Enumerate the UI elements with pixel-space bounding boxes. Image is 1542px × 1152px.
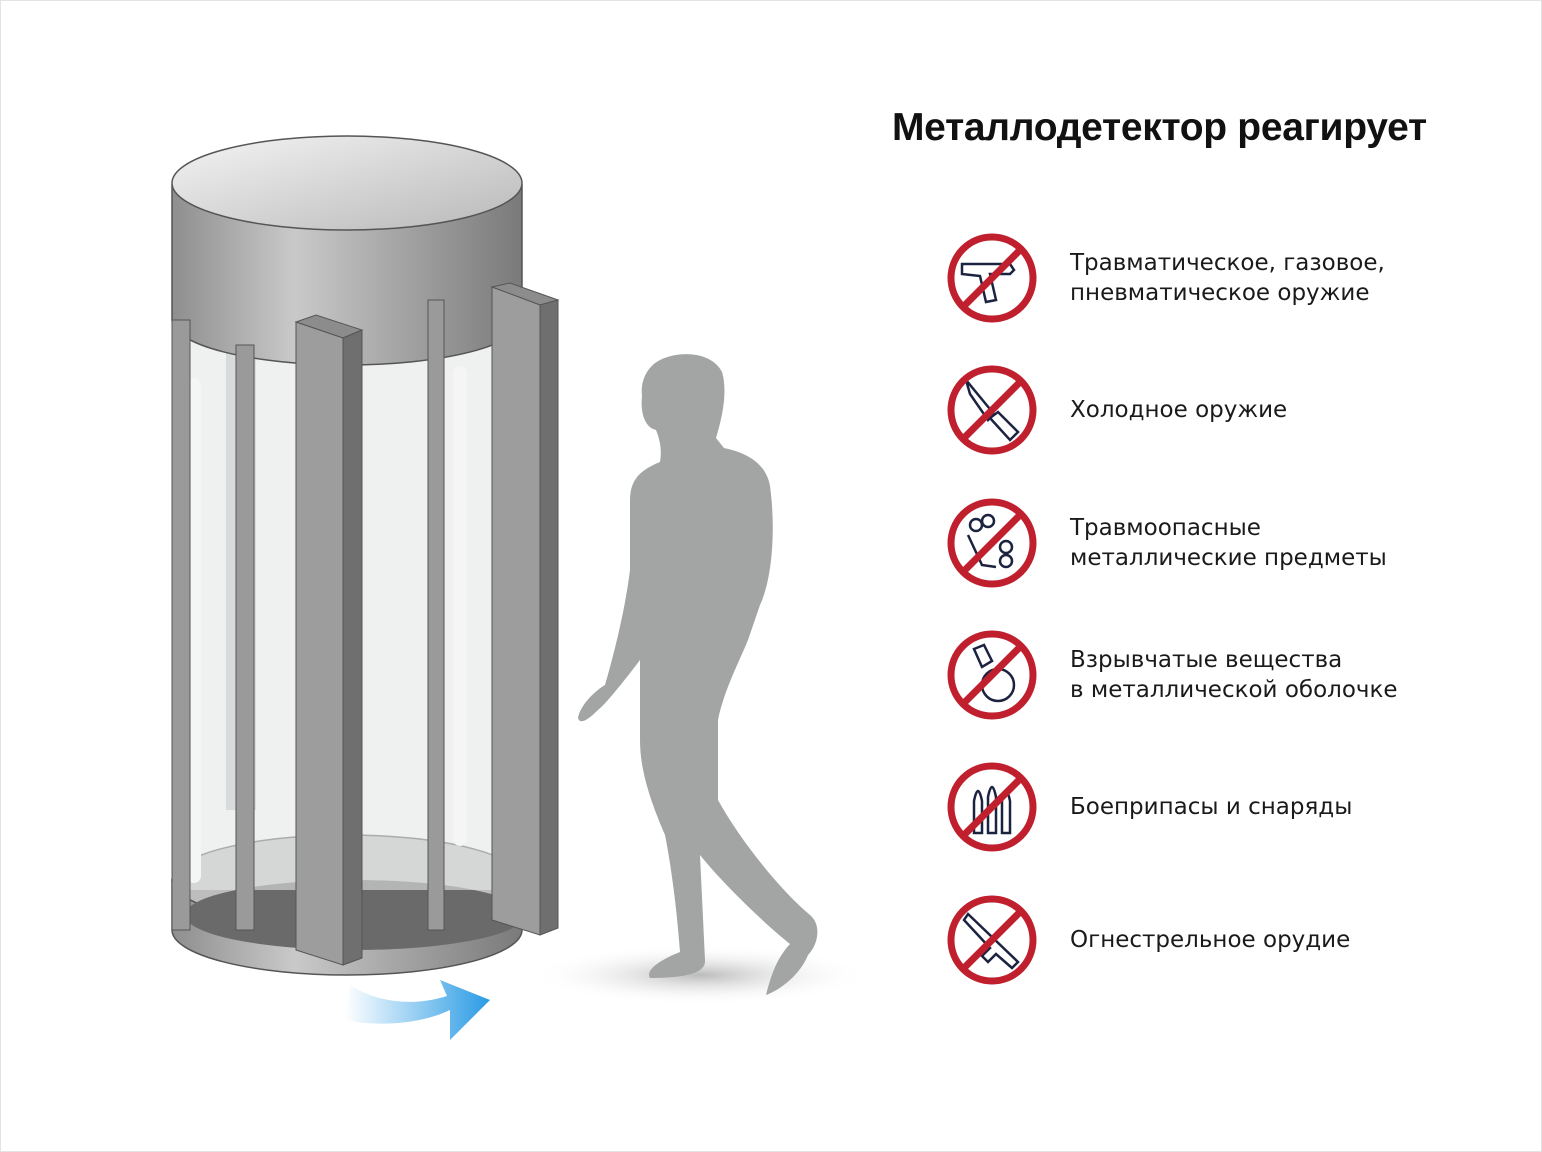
prohibited-item: Боеприпасы и снаряды: [946, 761, 1506, 853]
prohibited-item: Травматическое, газовое, пневматическое …: [946, 232, 1506, 324]
person-silhouette: [578, 354, 818, 995]
pistol-icon: [947, 233, 1037, 323]
brass-knuckles-icon: [947, 498, 1037, 588]
prohibited-item: Холодное оружие: [946, 364, 1506, 456]
prohibited-item: Огнестрельное орудие: [946, 894, 1506, 986]
item-label: Травмоопасные металлические предметы: [1070, 515, 1387, 571]
item-label: Взрывчатые вещества в металлической обол…: [1070, 647, 1398, 703]
item-label: Огнестрельное орудие: [1070, 927, 1351, 953]
rotation-arrow-icon: [345, 980, 490, 1040]
page-title: Металлодетектор реагирует: [892, 106, 1427, 149]
bullets-icon: [947, 762, 1037, 852]
prohibited-item: Взрывчатые вещества в металлической обол…: [946, 629, 1506, 721]
prohibited-item: Травмоопасные металлические предметы: [946, 497, 1506, 589]
item-label: Травматическое, газовое, пневматическое …: [1070, 250, 1385, 306]
item-label: Боеприпасы и снаряды: [1070, 794, 1353, 820]
item-label: Холодное оружие: [1070, 397, 1288, 423]
rifle-icon: [947, 895, 1037, 985]
turnstile-cabin: [171, 135, 560, 976]
knife-icon: [947, 365, 1037, 455]
grenade-icon: [947, 630, 1037, 720]
